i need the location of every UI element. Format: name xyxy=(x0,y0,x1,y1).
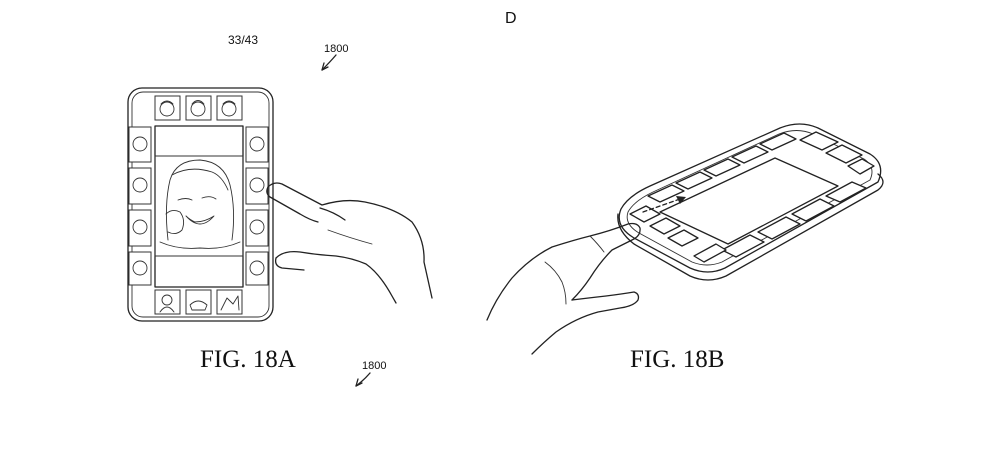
fig-18b-left-tile-column xyxy=(629,205,699,247)
figure-caption-18b: FIG. 18B xyxy=(630,346,725,373)
reference-leader-arrow-a xyxy=(321,54,337,71)
fig-18b-hand xyxy=(486,222,641,355)
main-photo-frame xyxy=(154,125,244,288)
figure-caption-18a: FIG. 18A xyxy=(200,346,296,373)
fig-18a-device xyxy=(127,87,274,322)
reference-numeral-fig-18b: 1800 xyxy=(362,360,387,372)
swipe-direction-arrow xyxy=(642,196,686,213)
stray-mark: D xyxy=(505,10,517,27)
fig-18b-device xyxy=(617,123,884,281)
page-number: 33/43 xyxy=(228,33,259,47)
fig-18b-right-tile-column xyxy=(799,131,875,175)
reference-leader-arrow-b xyxy=(355,372,371,387)
fig-18b-top-tile-row xyxy=(647,132,797,203)
fig-18a-hand xyxy=(266,182,433,304)
reference-numeral-fig-18a: 1800 xyxy=(324,43,349,55)
left-thumbnail-column xyxy=(128,126,152,286)
bottom-thumbnail-row xyxy=(154,289,243,315)
fig-18b-screen xyxy=(659,157,839,245)
right-thumbnail-column xyxy=(245,126,269,286)
fig-18b-bottom-tile-row xyxy=(693,181,867,263)
top-thumbnail-row xyxy=(154,95,243,121)
